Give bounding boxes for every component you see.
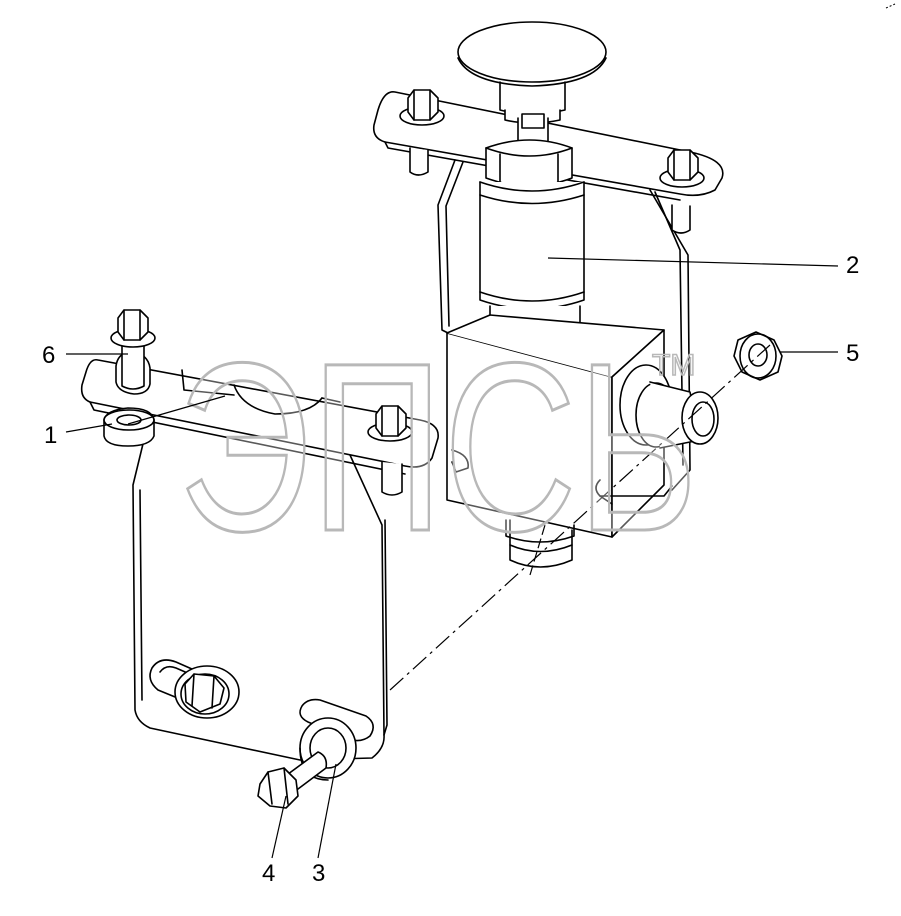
bolt-item-4 xyxy=(257,751,328,809)
callout-5: 5 xyxy=(846,340,860,367)
leader-2 xyxy=(547,257,839,267)
watermark-trademark: TM xyxy=(652,349,695,382)
spigot-axis-line xyxy=(529,524,546,576)
front-bracket xyxy=(80,358,469,761)
washer-item-1 xyxy=(103,407,155,447)
leader-4 xyxy=(271,795,287,859)
callout-2: 2 xyxy=(846,252,860,279)
watermark: ЭПСЬ TM xyxy=(177,312,700,583)
leader-1b xyxy=(127,395,226,425)
assembly-axis-line xyxy=(389,344,771,691)
valve-body xyxy=(446,21,719,568)
leader-1 xyxy=(65,423,113,433)
push-knob xyxy=(457,21,607,124)
leader-lines xyxy=(65,257,839,859)
slot-bolt-left xyxy=(174,665,240,719)
callout-1: 1 xyxy=(44,422,58,449)
bolt-item-6 xyxy=(110,309,156,395)
callout-4: 4 xyxy=(262,860,276,887)
side-port-fitting xyxy=(619,364,719,449)
leader-3 xyxy=(317,763,337,859)
rear-bracket-bolt-left xyxy=(399,89,445,176)
callout-3: 3 xyxy=(312,860,326,887)
watermark-text: ЭПСЬ xyxy=(178,313,698,581)
rear-bracket-bolt-right xyxy=(659,149,705,234)
front-bracket-bolt-right xyxy=(367,405,413,496)
callout-6: 6 xyxy=(42,342,56,369)
corner-mark xyxy=(885,3,896,9)
